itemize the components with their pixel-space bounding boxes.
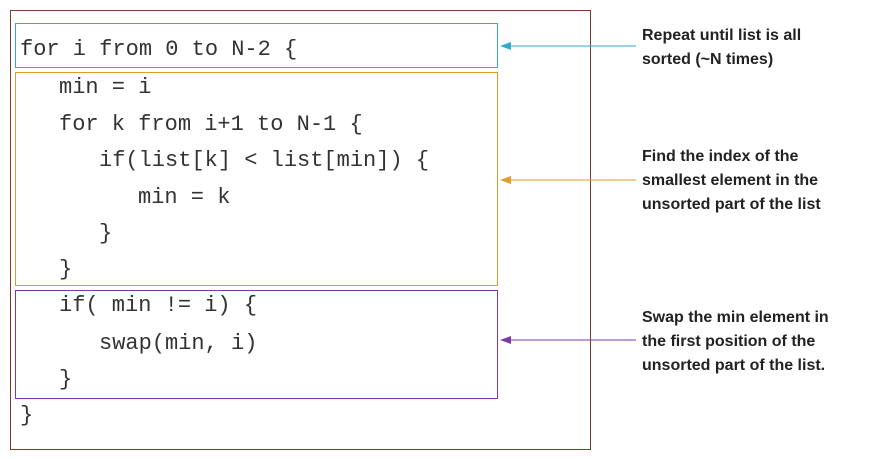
- annotation-find-line-1: Find the index of the: [642, 148, 799, 165]
- code-line-outer-loop: for i from 0 to N-2 {: [20, 37, 298, 62]
- annotation-swap: Swap the min element in the first positi…: [642, 306, 882, 378]
- code-line-inner-loop: for k from i+1 to N-1 {: [59, 112, 363, 137]
- annotation-find-line-3: unsorted part of the list: [642, 196, 821, 213]
- annotation-swap-line-1: Swap the min element in: [642, 309, 829, 326]
- arrow-find-head: [500, 176, 511, 184]
- code-line-close-if: }: [99, 221, 113, 246]
- annotation-swap-line-3: unsorted part of the list.: [642, 357, 826, 374]
- annotation-loop: Repeat until list is all sorted (~N time…: [642, 24, 882, 72]
- annotation-loop-line-1: Repeat until list is all: [642, 27, 802, 44]
- code-line-min-init: min = i: [59, 75, 152, 100]
- code-line-swap-call: swap(min, i): [99, 331, 258, 356]
- arrow-loop-head: [500, 42, 511, 50]
- find-min-block: [15, 72, 498, 286]
- arrow-loop: [500, 42, 636, 50]
- annotation-loop-line-2: sorted (~N times): [642, 51, 774, 68]
- code-line-min-update: min = k: [138, 185, 231, 210]
- code-line-swap-check: if( min != i) {: [59, 293, 258, 318]
- swap-block: [15, 290, 498, 399]
- arrow-swap-head: [500, 336, 511, 344]
- annotation-swap-line-2: the first position of the: [642, 333, 816, 350]
- code-line-close-swap: }: [59, 367, 73, 392]
- code-line-compare: if(list[k] < list[min]) {: [99, 148, 430, 173]
- arrow-swap: [500, 336, 636, 344]
- annotation-find: Find the index of the smallest element i…: [642, 145, 882, 217]
- arrow-find: [500, 176, 636, 184]
- outer-loop-block: [15, 23, 498, 68]
- code-frame: [10, 10, 591, 450]
- code-line-close-outer: }: [20, 403, 34, 428]
- code-line-close-inner: }: [59, 257, 73, 282]
- annotation-find-line-2: smallest element in the: [642, 172, 819, 189]
